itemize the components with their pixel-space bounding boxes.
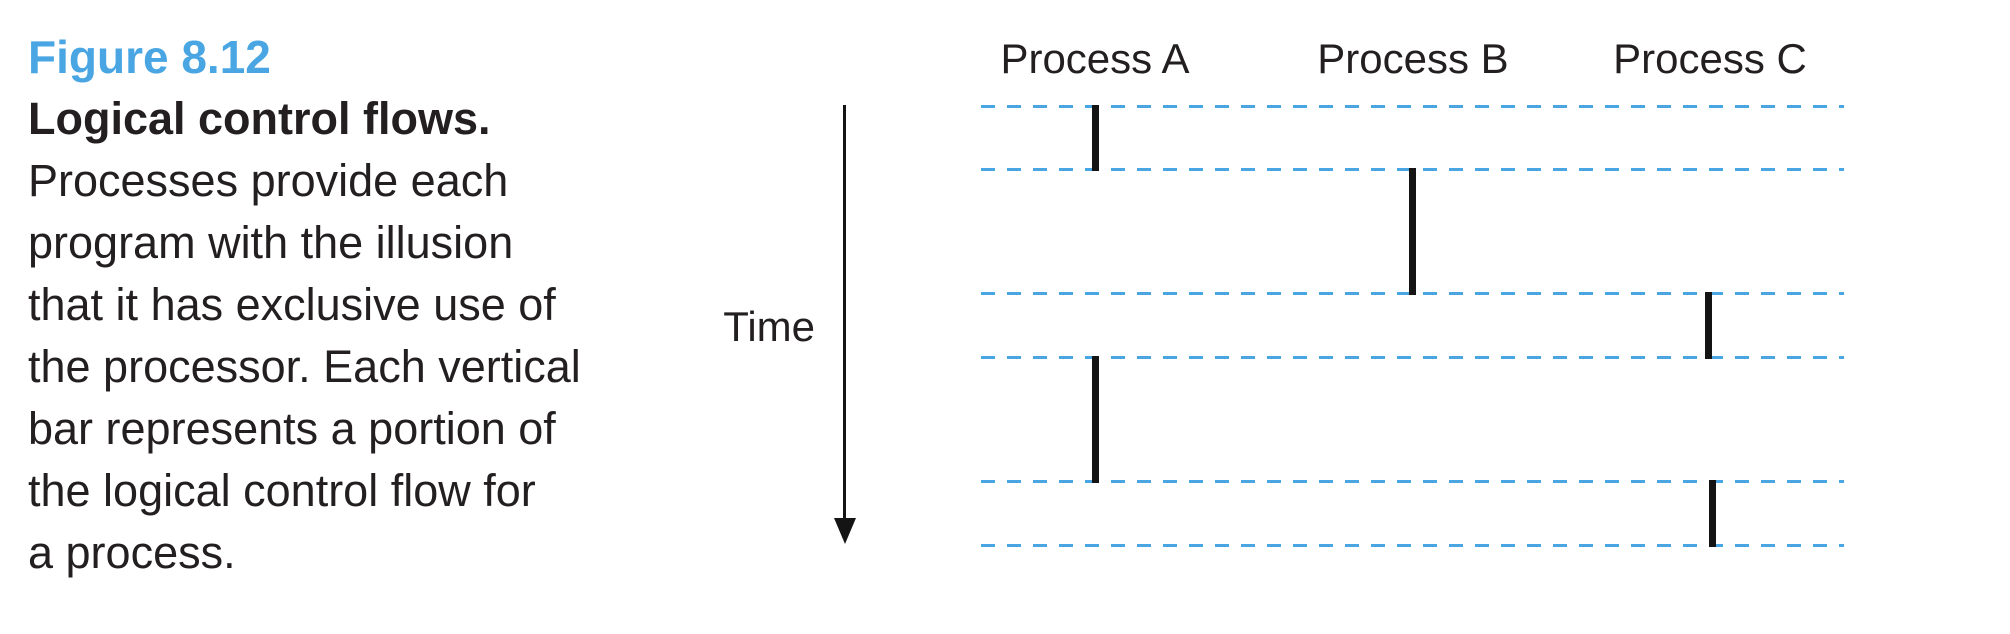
timeline-divider-1 [981, 105, 1844, 108]
figure-caption: Figure 8.12 Logical control flows. Proce… [28, 26, 648, 584]
flow-bar-process-c-slot-5 [1709, 480, 1716, 547]
caption-text-line: program with the illusion [28, 217, 514, 268]
flow-bar-process-c-slot-3 [1705, 292, 1712, 359]
flow-bar-process-a-slot-1 [1092, 105, 1099, 171]
caption-text-line: bar represents a portion of [28, 403, 556, 454]
time-arrow [843, 105, 846, 525]
figure-number: Figure 8.12 [28, 31, 271, 83]
timeline-divider-6 [981, 544, 1844, 547]
time-axis-label: Time [723, 303, 815, 350]
timeline-divider-4 [981, 356, 1844, 359]
caption-text-line: that it has exclusive use of [28, 279, 556, 330]
process-b-label: Process B [1317, 35, 1509, 82]
process-c-label: Process C [1613, 35, 1807, 82]
flow-bar-process-a-slot-4 [1092, 356, 1099, 483]
process-a-label: Process A [1000, 35, 1190, 82]
caption-text-line: Processes provide each [28, 155, 509, 206]
caption-text-line: the logical control flow for [28, 465, 536, 516]
time-arrow-head-icon [834, 518, 856, 544]
flow-bar-process-b-slot-2 [1409, 168, 1416, 295]
caption-text-line: the processor. Each vertical [28, 341, 581, 392]
timeline-divider-5 [981, 480, 1844, 483]
caption-title: Logical control flows. [28, 93, 491, 144]
caption-text-line: a process. [28, 527, 236, 578]
